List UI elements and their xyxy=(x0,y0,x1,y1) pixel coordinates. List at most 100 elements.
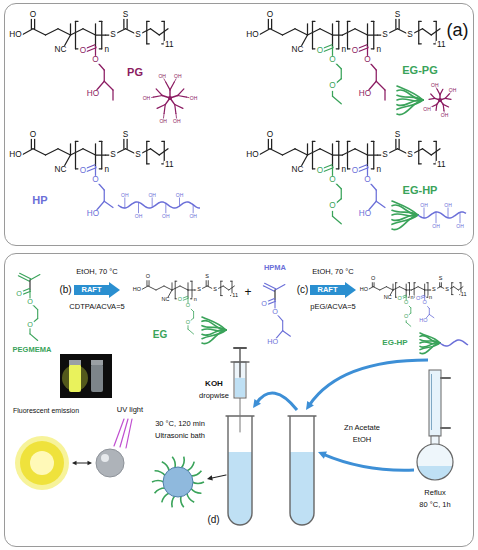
bond-line xyxy=(371,48,374,49)
atom-label: n xyxy=(340,46,347,54)
bond-line xyxy=(332,144,333,155)
flask-liquid xyxy=(417,466,452,480)
hydroxyl-label: OH xyxy=(134,213,144,218)
branch-line xyxy=(156,89,162,96)
atom-label: S xyxy=(381,31,389,39)
bond-line xyxy=(76,21,79,22)
hydroxyl-label: OH xyxy=(142,96,152,101)
atom-label: O xyxy=(403,314,409,320)
bond-line xyxy=(95,144,96,155)
bond-line xyxy=(188,329,194,334)
vial-glow xyxy=(62,365,88,391)
panel-frame: (a) xyxy=(4,3,474,246)
bond-line xyxy=(429,308,430,314)
bond-line xyxy=(313,141,316,142)
bond-line xyxy=(451,283,452,295)
hydroxyl-label: OH xyxy=(422,106,432,111)
atom-label: HO xyxy=(86,90,100,98)
atom-label: n xyxy=(193,297,198,303)
polymer-strand xyxy=(162,493,169,502)
bond-line xyxy=(58,149,71,155)
flask-outline xyxy=(417,444,453,480)
reagent-name: KOH xyxy=(204,380,224,388)
arrow-line xyxy=(212,475,226,478)
atom-label: O xyxy=(328,202,336,210)
condition-text: Reflux xyxy=(423,489,446,497)
bond-line xyxy=(96,154,106,155)
atom-label: O xyxy=(422,300,428,306)
bond-line xyxy=(418,141,419,164)
hydroxyl-stub xyxy=(152,197,153,207)
polymer-strand xyxy=(191,471,202,476)
atom-label: O xyxy=(177,298,183,304)
nanoparticle-core xyxy=(163,467,193,497)
bond-line xyxy=(151,29,160,35)
hydroxyl-stub xyxy=(179,197,180,206)
bond-line xyxy=(355,29,368,35)
bond-line xyxy=(146,21,147,44)
bond-line xyxy=(419,21,422,22)
bond-line xyxy=(343,29,356,35)
reagent-name: Zn Acetate xyxy=(343,424,381,432)
bond-line xyxy=(104,190,105,201)
atom-label: S xyxy=(444,287,450,293)
bond-line xyxy=(308,149,321,155)
bond-line xyxy=(147,21,150,22)
atom-label: HO xyxy=(266,338,279,345)
hydroxyl-stub xyxy=(138,202,139,213)
atom-label: HO xyxy=(358,210,372,218)
bond-line xyxy=(427,282,428,283)
polymer-strand xyxy=(181,457,184,469)
emitting-core xyxy=(30,451,54,475)
bond-line xyxy=(313,48,316,49)
bond-line xyxy=(452,294,453,295)
bond-line xyxy=(376,81,385,90)
atom-label: O xyxy=(271,308,279,315)
syringe-plunger xyxy=(234,347,246,349)
bond-line xyxy=(338,141,339,169)
polymer-brush xyxy=(202,330,226,344)
bond-line xyxy=(312,141,313,169)
atom-label: n xyxy=(428,295,433,301)
bond-line xyxy=(423,149,432,155)
vial-cap xyxy=(91,360,103,365)
atom-label: O xyxy=(396,296,402,302)
bond-line xyxy=(101,141,102,169)
bond-line xyxy=(147,141,150,142)
bond-line xyxy=(320,29,333,35)
bond-line xyxy=(282,321,283,331)
bond-line xyxy=(22,29,33,35)
polymer-name: HP xyxy=(31,195,48,206)
condition-text: EtOH, 70 °C xyxy=(311,268,354,276)
atom-label: O xyxy=(370,277,376,283)
branch-line xyxy=(443,104,445,110)
bond-line xyxy=(64,155,70,166)
bond-line xyxy=(347,141,348,169)
bond-line xyxy=(221,295,223,296)
bond-line xyxy=(376,190,377,201)
branch-core xyxy=(438,98,442,102)
bond-line xyxy=(70,144,71,155)
hydroxyl-label: OH xyxy=(173,73,183,78)
atom-label: O xyxy=(363,176,371,184)
bond-line xyxy=(454,287,459,290)
bond-line xyxy=(283,29,296,35)
emission-glow xyxy=(15,436,69,490)
hydroxyl-label: OH xyxy=(189,96,199,101)
atom-label: HO xyxy=(8,151,22,159)
branch-core xyxy=(168,96,172,100)
bond-line xyxy=(301,35,307,46)
bond-line xyxy=(336,168,339,169)
condenser-coil xyxy=(431,374,432,430)
hydroxyl-stub xyxy=(460,212,461,223)
bond-line xyxy=(99,21,102,22)
bond-line xyxy=(424,284,425,290)
process-arrow-head xyxy=(253,399,261,408)
branch-line xyxy=(175,105,183,109)
bond-line xyxy=(162,141,165,142)
atom-label: O xyxy=(266,11,274,19)
polymer-strand xyxy=(187,462,194,471)
bond-line xyxy=(76,141,79,142)
bond-line xyxy=(104,81,113,90)
